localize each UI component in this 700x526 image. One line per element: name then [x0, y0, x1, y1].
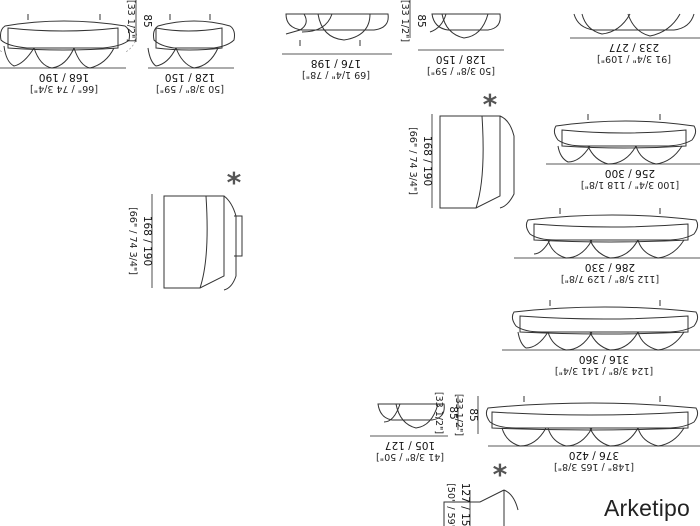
dim-d02-metric: 128 / 150 — [165, 71, 215, 83]
sofa-176-drawing: 176 / 198 [69 1/4" / 78"] — [282, 13, 392, 80]
height-callout-h2: 85 [33 1/2"] — [399, 0, 427, 42]
height-callout-h4: 85 [33 1/2"] — [433, 392, 459, 434]
height-callout-h3: 85 [33 1/2"] — [453, 394, 479, 436]
dim-d05-imperial: [91 3/4" / 109"] — [597, 53, 671, 64]
sofa-105-drawing: 105 / 127 [41 3/8" / 50"] — [370, 403, 448, 462]
dim-c3-metric: 127 / 150 — [459, 483, 471, 526]
asterisk-marker-2: * — [483, 88, 498, 121]
dim-d09-metric: 376 / 420 — [569, 449, 619, 461]
dim-d04-metric: 128 / 150 — [436, 53, 486, 65]
dim-h1-metric: 85 — [141, 14, 153, 27]
dim-d03-imperial: [69 1/4" / 78"] — [302, 69, 370, 80]
corner-module-c1-drawing: * 168 / 190 [66" / 74 3/4"] — [127, 166, 243, 291]
asterisk-marker-3: * — [493, 458, 508, 491]
dim-d05-metric: 233 / 277 — [609, 41, 659, 53]
height-callout-h1: 85 [33 1/2"] — [125, 0, 153, 42]
dim-h4-imperial: [33 1/2"] — [433, 392, 444, 434]
dim-d03-metric: 176 / 198 — [311, 57, 361, 69]
sofa-286-drawing: 286 / 330 [112 5/8" / 129 7/8"] — [514, 208, 700, 284]
dim-d08-metric: 316 / 360 — [579, 353, 629, 365]
dim-d08-imperial: [124 3/8" / 141 3/4"] — [555, 365, 653, 376]
dim-d09-imperial: [148" / 165 3/8"] — [554, 461, 634, 472]
sofa-376-drawing: 376 / 420 [148" / 165 3/8"] — [485, 396, 700, 472]
dim-d01-metric: 168 / 190 — [39, 71, 89, 83]
dim-h3-metric: 85 — [467, 408, 479, 421]
dim-h4-metric: 85 — [447, 406, 459, 419]
dim-d06-metric: 256 / 300 — [605, 167, 655, 179]
dim-h2-metric: 85 — [415, 14, 427, 27]
dim-h3-imperial: [33 1/2"] — [453, 394, 464, 436]
asterisk-marker: * — [227, 166, 242, 199]
dim-c1-imperial: [66" / 74 3/4"] — [127, 207, 138, 275]
dim-d07-imperial: [112 5/8" / 129 7/8"] — [561, 273, 659, 284]
corner-module-c3-drawing: * 127 / 150 [50" / 59"] — [443, 458, 519, 526]
dim-d02-imperial: [50 3/8" / 59"] — [156, 83, 224, 94]
corner-module-c2-drawing: * 168 / 190 [66" / 74 3/4"] — [407, 88, 515, 209]
sofa-168-drawing: 168 / 190 [66" / 74 3/4"] — [0, 14, 137, 94]
dim-d06-imperial: [100 3/4" / 118 1/8"] — [581, 179, 679, 190]
dim-d04-imperial: [50 3/8" / 59"] — [427, 65, 495, 76]
brand-logo: Arketipo — [604, 495, 690, 521]
dim-c2-imperial: [66" / 74 3/4"] — [407, 127, 418, 195]
dim-c2-metric: 168 / 190 — [421, 136, 433, 186]
sofa-316-drawing: 316 / 360 [124 3/8" / 141 3/4"] — [502, 300, 700, 376]
dim-c1-metric: 168 / 190 — [141, 216, 153, 266]
dim-d10-metric: 105 / 127 — [385, 439, 435, 451]
dim-d10-imperial: [41 3/8" / 50"] — [376, 451, 444, 462]
sofa-128-drawing: 128 / 150 [50 3/8" / 59"] — [147, 14, 235, 94]
sofa-128b-drawing: 128 / 150 [50 3/8" / 59"] — [418, 13, 504, 76]
dim-h2-imperial: [33 1/2"] — [399, 0, 410, 42]
dim-d07-metric: 286 / 330 — [585, 261, 635, 273]
dim-c3-imperial: [50" / 59"] — [445, 483, 456, 526]
dim-h1-imperial: [33 1/2"] — [125, 0, 136, 42]
dim-d01-imperial: [66" / 74 3/4"] — [30, 83, 98, 94]
sofa-256-drawing: 256 / 300 [100 3/4" / 118 1/8"] — [546, 114, 700, 190]
sofa-233-drawing: 233 / 277 [91 3/4" / 109"] — [570, 13, 700, 64]
